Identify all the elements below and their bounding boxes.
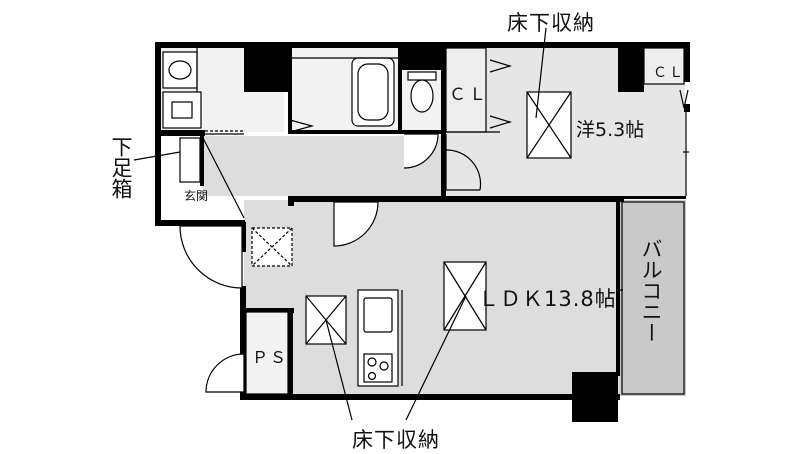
wall-pillar-3	[618, 44, 644, 92]
western-door-swing	[445, 134, 480, 191]
underfloor-storage-label-top: 床下収納	[507, 11, 595, 35]
wall-pillar-2	[398, 44, 444, 70]
kitchen-counter	[357, 289, 399, 387]
balcony-label: バルコニー	[639, 238, 663, 343]
closet1-door-mark-2	[489, 115, 513, 129]
entrance-door-swing	[179, 225, 243, 289]
toilet-bowl	[410, 79, 434, 113]
wall-toilet-bottom	[400, 130, 444, 134]
wall-entrance-right	[200, 134, 204, 186]
wall-western-bottom	[446, 196, 686, 199]
underfloor-storage-label-bottom: 床下収納	[352, 428, 440, 452]
leader-bottom-1	[325, 319, 353, 421]
wall-toilet-left	[398, 66, 402, 134]
wall-wet-bottom	[155, 130, 205, 136]
western-room-label: 洋5.3帖	[576, 119, 645, 141]
wall-bottom	[240, 394, 620, 400]
wall-right-top	[684, 42, 690, 82]
ldk-door-swing	[333, 201, 379, 247]
leader-shoe	[133, 151, 181, 161]
washing-machine-pan	[162, 91, 202, 129]
wall-pillar-1	[244, 44, 288, 92]
ufs-l-x2	[443, 261, 487, 331]
toilet-door-swing	[403, 133, 439, 169]
balcony-rail	[621, 201, 685, 395]
wall-bath-left	[288, 44, 292, 134]
closet1-door-mark	[489, 59, 513, 73]
closet-label-1: ＣＬ	[449, 85, 489, 105]
bath-door-mark	[289, 119, 315, 133]
closet2-door-mark	[679, 89, 689, 109]
fixtures	[133, 27, 689, 421]
wall-bath-bottom	[288, 130, 400, 134]
kitchen-stove	[363, 353, 393, 383]
washbasin-bowl	[168, 60, 192, 80]
fridge-x2	[251, 227, 293, 267]
burner-3	[367, 371, 377, 381]
wall-ldk-left-lower	[240, 286, 246, 400]
entrance-step	[202, 137, 245, 219]
shoe-box-label: 下足箱	[109, 136, 133, 199]
leader-bottom-2	[405, 295, 467, 421]
pipe-space-label: ＰＳ	[252, 348, 289, 367]
washbasin	[162, 51, 198, 89]
wall-right-lower	[684, 104, 690, 112]
hallway-floor	[203, 136, 443, 196]
entrance-label: 玄関	[184, 189, 209, 203]
balcony-floor	[620, 200, 686, 396]
bathtub-inner	[357, 63, 389, 121]
western-door-arc	[445, 149, 482, 191]
wall-toilet-right	[441, 44, 446, 198]
ufs-top-x2	[526, 91, 572, 159]
closet-label-2: ＣＬ	[653, 65, 685, 81]
burner-2	[379, 361, 389, 371]
shoe-box	[179, 137, 201, 183]
washing-machine-drain	[171, 101, 193, 119]
wall-ps-right	[288, 308, 293, 398]
pipe-space	[245, 311, 289, 395]
wall-entrance-bottom	[155, 220, 245, 226]
leader-top	[535, 27, 547, 119]
ps-door-swing	[205, 353, 245, 393]
toilet-tank	[407, 71, 437, 81]
ldk-label: ＬＤＫ13.8帖	[478, 287, 617, 311]
burner-1	[367, 357, 377, 367]
closet-2	[643, 47, 685, 85]
walls	[155, 42, 690, 422]
wall-pillar-bottom	[572, 372, 618, 422]
wall-ldk-right	[616, 200, 620, 376]
wall-ps-top	[244, 308, 294, 313]
wall-hall-right	[288, 196, 294, 206]
wall-ldk-left	[240, 222, 246, 252]
kitchen-sink	[363, 297, 393, 333]
